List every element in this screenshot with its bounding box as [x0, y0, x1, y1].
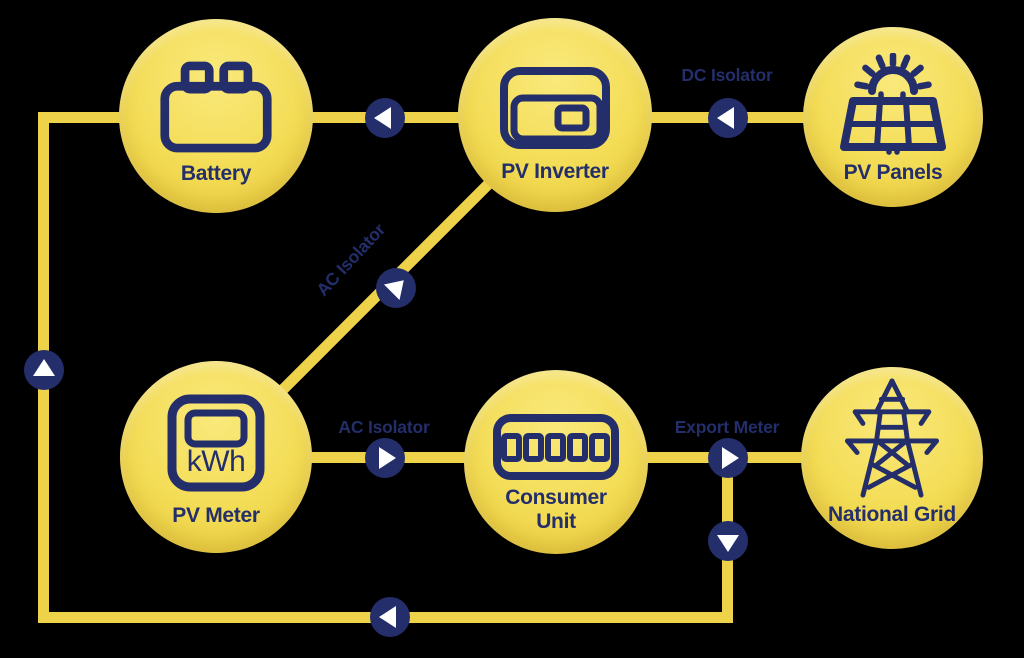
kwh-meter-icon — [167, 394, 265, 492]
label-export-meter: Export Meter — [674, 417, 780, 437]
triangle-icon — [717, 535, 739, 552]
arrow-export-meter-icon — [708, 438, 748, 478]
arrow-bottom-return-left-icon — [370, 597, 410, 637]
node-battery: Battery — [119, 19, 313, 213]
node-label-pv-inverter: PV Inverter — [501, 160, 609, 183]
arrow-ac-isolator-icon — [365, 438, 405, 478]
node-national-grid: National Grid — [801, 367, 983, 549]
node-consumer-unit: Consumer Unit — [464, 370, 648, 554]
consumer-unit-icon — [493, 414, 619, 480]
pylon-icon — [845, 378, 939, 498]
inverter-icon — [500, 67, 610, 149]
triangle-icon — [722, 447, 739, 469]
arrow-inverter-to-battery-icon — [365, 98, 405, 138]
node-pv-inverter: PV Inverter — [458, 18, 652, 212]
battery-icon — [160, 61, 272, 153]
node-label-national-grid: National Grid — [828, 503, 956, 526]
node-label-battery: Battery — [180, 162, 252, 185]
triangle-icon — [379, 606, 396, 628]
triangle-icon — [717, 107, 734, 129]
kwh-display-text: kWh — [186, 445, 246, 478]
label-ac-isolator: AC Isolator — [338, 417, 430, 437]
arrow-battery-return-up-icon — [24, 350, 64, 390]
node-label-pv-panels: PV Panels — [843, 161, 943, 184]
arrow-dc-isolator-icon — [708, 98, 748, 138]
node-label-pv-meter: PV Meter — [172, 504, 260, 527]
node-pv-panels: PV Panels — [803, 27, 983, 207]
triangle-icon — [33, 359, 55, 376]
triangle-icon — [374, 107, 391, 129]
node-pv-meter: kWh PV Meter — [120, 361, 312, 553]
solar-panel-sun-icon — [840, 53, 946, 155]
node-label-consumer-unit: Consumer Unit — [505, 486, 607, 533]
arrow-ac-isolator-diagonal-icon — [367, 259, 425, 317]
triangle-icon — [383, 272, 412, 301]
label-dc-isolator: DC Isolator — [681, 65, 773, 85]
arrow-grid-branch-down-icon — [708, 521, 748, 561]
triangle-icon — [379, 447, 396, 469]
